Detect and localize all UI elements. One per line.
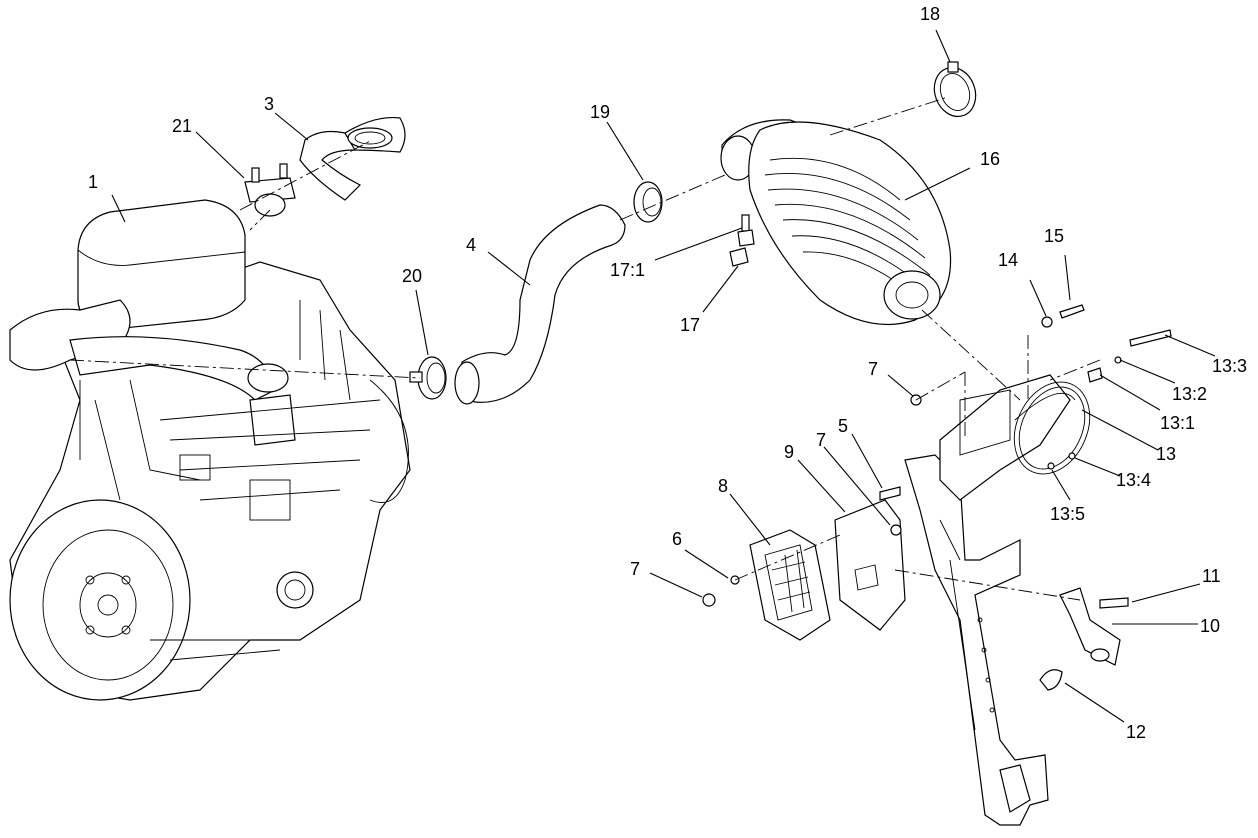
valve-17 (729, 214, 755, 267)
clamp-20 (409, 356, 447, 400)
callout-3: 3 (264, 94, 274, 114)
leader-lines (111, 29, 1216, 723)
clamp-18 (933, 61, 977, 118)
hose-4 (454, 204, 626, 405)
callout-1: 1 (88, 172, 98, 192)
callout-8: 8 (718, 476, 728, 496)
pipe-3 (299, 116, 406, 201)
fasteners (702, 304, 1172, 609)
callout-13-5: 13:5 (1050, 504, 1085, 524)
callout-15: 15 (1044, 226, 1064, 246)
callout-7a: 7 (868, 359, 878, 379)
callout-4: 4 (466, 235, 476, 255)
clamp-21 (244, 163, 296, 217)
callout-10: 10 (1200, 616, 1220, 636)
callout-9: 9 (784, 442, 794, 462)
plate-9 (834, 499, 906, 631)
bracket-10 (1059, 587, 1121, 666)
callouts: 1 3 21 4 20 19 18 16 17:1 17 14 15 13:3 … (88, 4, 1247, 742)
engine-assembly (9, 199, 411, 701)
clamp-19 (633, 181, 663, 223)
callout-7b: 7 (816, 430, 826, 450)
callout-13-1: 13:1 (1160, 413, 1195, 433)
callout-21: 21 (172, 116, 192, 136)
callout-5: 5 (838, 416, 848, 436)
controller-8 (749, 529, 831, 641)
callout-13-4: 13:4 (1116, 470, 1151, 490)
callout-11: 11 (1202, 566, 1221, 586)
callout-6: 6 (672, 529, 682, 549)
callout-14: 14 (998, 250, 1018, 270)
air-cleaner-16 (720, 119, 952, 326)
callout-13: 13 (1156, 444, 1176, 464)
callout-16: 16 (980, 149, 1000, 169)
callout-17: 17 (680, 315, 700, 335)
bracket-13 (939, 374, 1091, 501)
callout-17-1: 17:1 (610, 260, 645, 280)
callout-18: 18 (920, 4, 940, 24)
callout-20: 20 (402, 266, 422, 286)
callout-13-2: 13:2 (1172, 384, 1207, 404)
center-lines (69, 97, 1101, 601)
mounting-arm (904, 454, 1049, 826)
callout-13-3: 13:3 (1212, 356, 1247, 376)
callout-19: 19 (590, 102, 610, 122)
callout-12: 12 (1126, 722, 1146, 742)
callout-7c: 7 (630, 559, 640, 579)
latch-12 (1039, 669, 1063, 691)
